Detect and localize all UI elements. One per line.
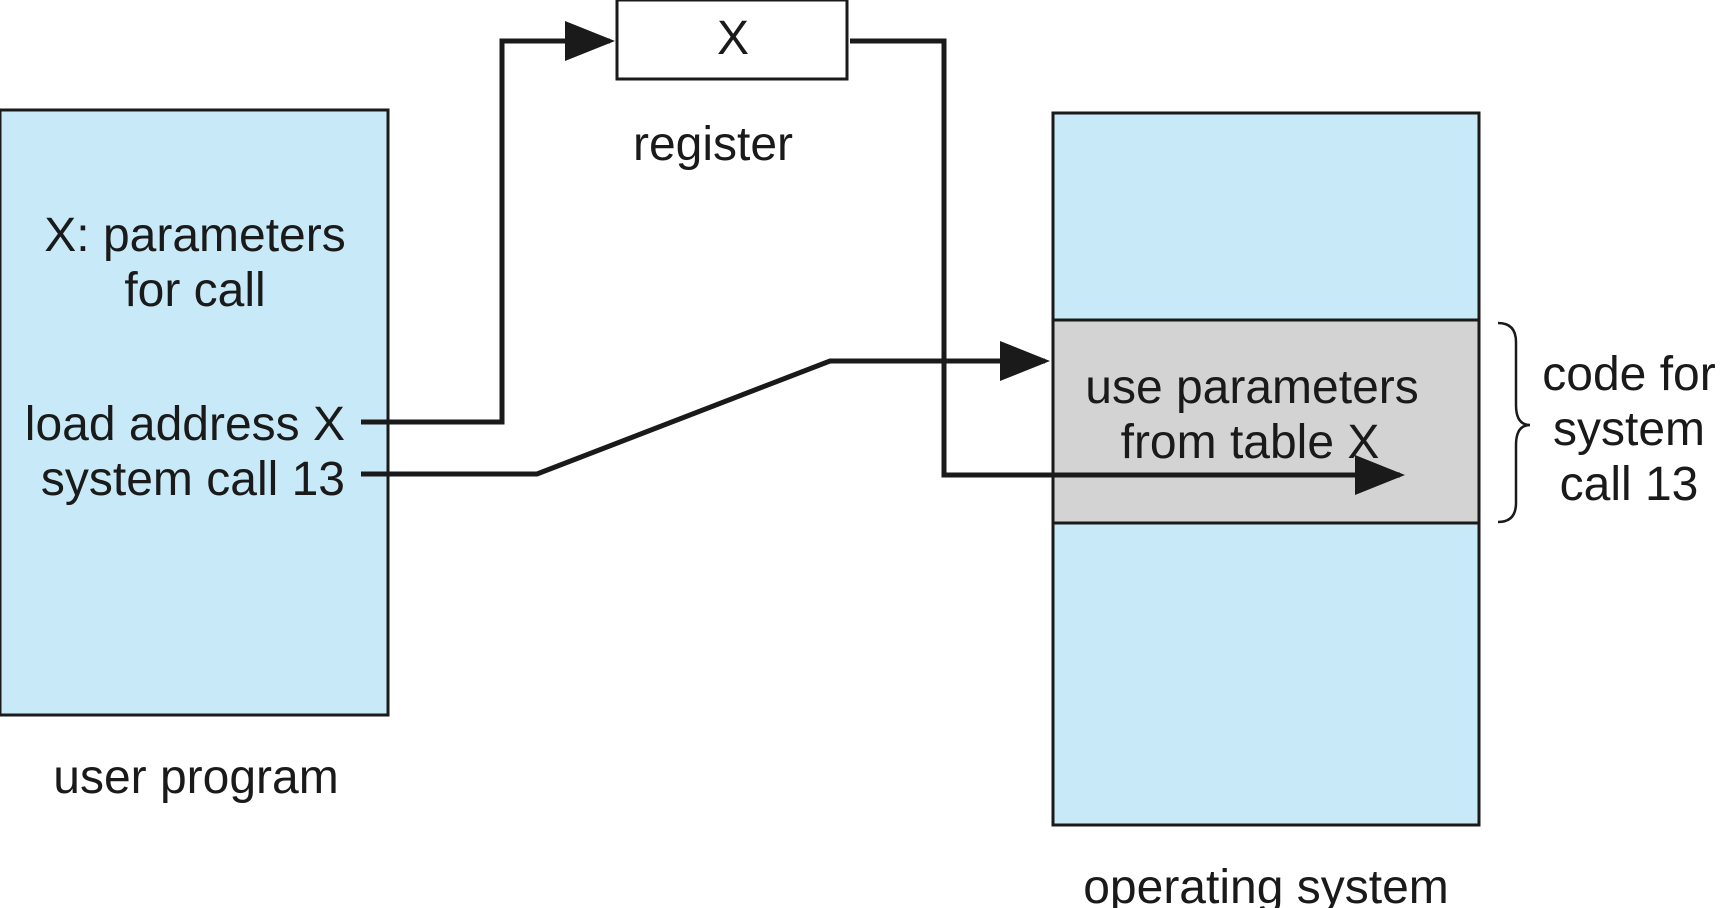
params-label-line2: for call <box>124 264 265 317</box>
params-label-line1: X: parameters <box>44 209 345 262</box>
register-box <box>615 0 849 81</box>
code-block-line2: from table X <box>1121 416 1380 469</box>
register-to-table-arrow <box>850 38 1405 495</box>
system-call-arrow <box>361 341 1050 477</box>
operating-system-caption: operating system <box>1083 861 1449 908</box>
brace-label-line3: call 13 <box>1560 458 1699 511</box>
register-value: X <box>717 12 749 65</box>
register-caption: register <box>633 118 793 171</box>
code-brace <box>1497 321 1531 524</box>
system-call-instruction: system call 13 <box>41 453 345 506</box>
load-address-arrow <box>361 21 615 425</box>
user-program-box <box>0 108 390 717</box>
system-call-code-block <box>1051 318 1481 525</box>
brace-label-line2: system <box>1553 403 1705 456</box>
user-program-caption: user program <box>53 751 338 804</box>
brace-label-line1: code for <box>1542 348 1715 401</box>
code-block-line1: use parameters <box>1085 361 1419 414</box>
load-address-instruction: load address X <box>25 398 345 451</box>
